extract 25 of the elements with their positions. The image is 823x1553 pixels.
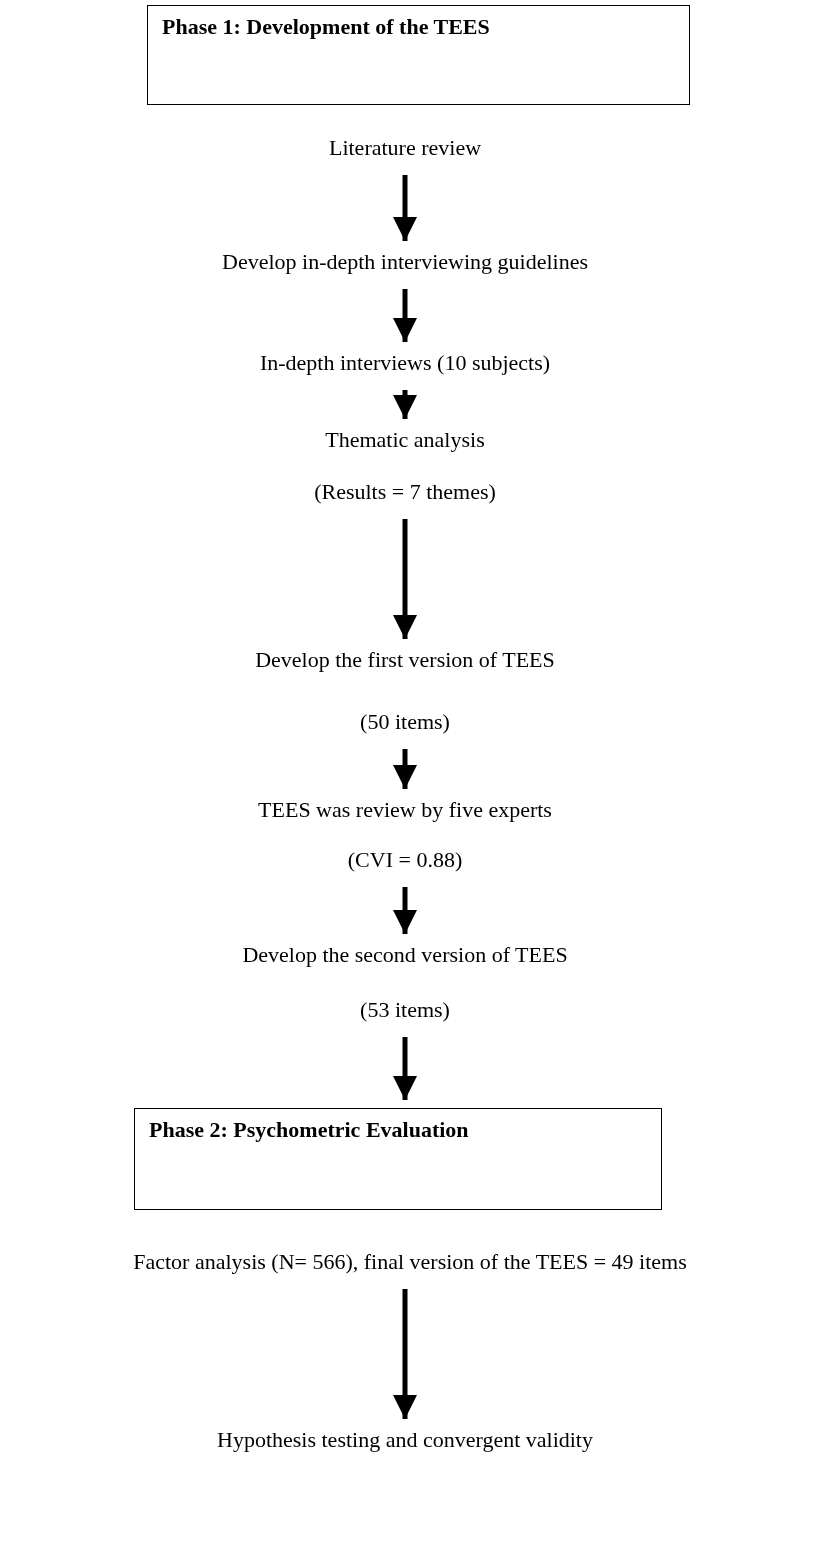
arrow <box>393 749 417 789</box>
arrow <box>393 289 417 342</box>
step-text: Factor analysis (N= 566), final version of the TEES = 49 items <box>133 1249 687 1275</box>
arrow <box>393 1037 417 1100</box>
arrow <box>393 887 417 934</box>
step-text: (CVI = 0.88) <box>347 847 463 873</box>
step-text: Thematic analysis <box>325 427 485 453</box>
arrow <box>393 390 417 419</box>
step-text: (53 items) <box>360 997 450 1023</box>
phase-box <box>134 1108 662 1210</box>
step-text: In-depth interviews (10 subjects) <box>259 350 551 376</box>
step-text: Develop the first version of TEES <box>255 647 555 673</box>
step-text: (50 items) <box>360 709 450 735</box>
phase-box <box>147 5 690 105</box>
arrow <box>393 1289 417 1419</box>
step-text: Hypothesis testing and convergent validity <box>217 1427 593 1453</box>
step-text: Literature review <box>328 135 482 161</box>
step-text: TEES was review by five experts <box>258 797 552 823</box>
step-text: Develop the second version of TEES <box>242 942 568 968</box>
arrow <box>393 519 417 639</box>
step-text: (Results = 7 themes) <box>314 479 496 505</box>
phase-heading: Phase 2: Psychometric Evaluation <box>149 1117 469 1143</box>
arrow <box>393 175 417 241</box>
phase-heading: Phase 1: Development of the TEES <box>162 14 490 40</box>
step-text: Develop in-depth interviewing guidelines <box>222 249 588 275</box>
